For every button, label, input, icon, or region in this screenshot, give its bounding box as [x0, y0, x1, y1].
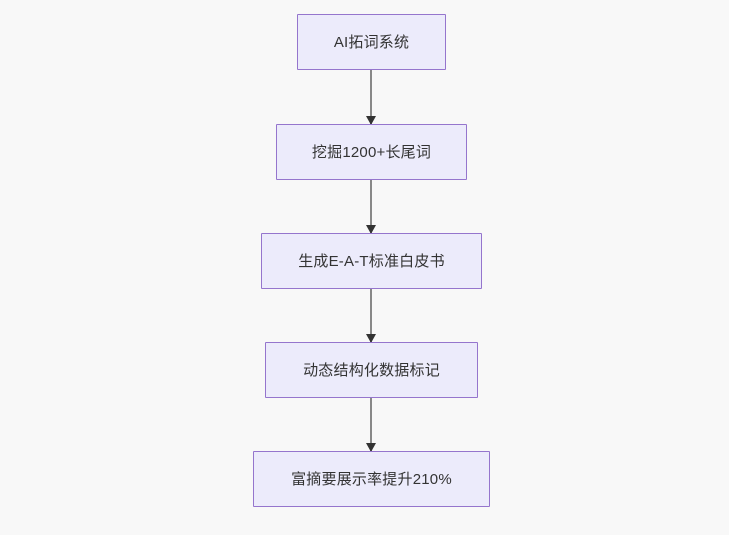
- arrow-down-icon: [366, 334, 376, 343]
- flow-node-label: 富摘要展示率提升210%: [291, 470, 452, 488]
- flow-node-label: 挖掘1200+长尾词: [311, 143, 432, 161]
- arrow-down-icon: [366, 443, 376, 452]
- flow-node-generate-eat-whitepaper[interactable]: 生成E-A-T标准白皮书: [261, 233, 482, 289]
- flow-node-dynamic-structured-data-markup[interactable]: 动态结构化数据标记: [265, 342, 478, 398]
- arrow-down-icon: [366, 225, 376, 234]
- flow-node-ai-keyword-system[interactable]: AI拓词系统: [297, 14, 446, 70]
- edge-line: [370, 289, 372, 342]
- flow-node-rich-snippet-impression-uplift[interactable]: 富摘要展示率提升210%: [253, 451, 490, 507]
- flow-node-label: 动态结构化数据标记: [303, 361, 440, 379]
- edge-line: [370, 180, 372, 233]
- flow-node-mine-longtail-keywords[interactable]: 挖掘1200+长尾词: [276, 124, 467, 180]
- edge-line: [370, 70, 372, 124]
- edge-line: [370, 398, 372, 451]
- arrow-down-icon: [366, 116, 376, 125]
- flow-node-label: 生成E-A-T标准白皮书: [298, 252, 445, 270]
- flow-node-label: AI拓词系统: [333, 33, 410, 51]
